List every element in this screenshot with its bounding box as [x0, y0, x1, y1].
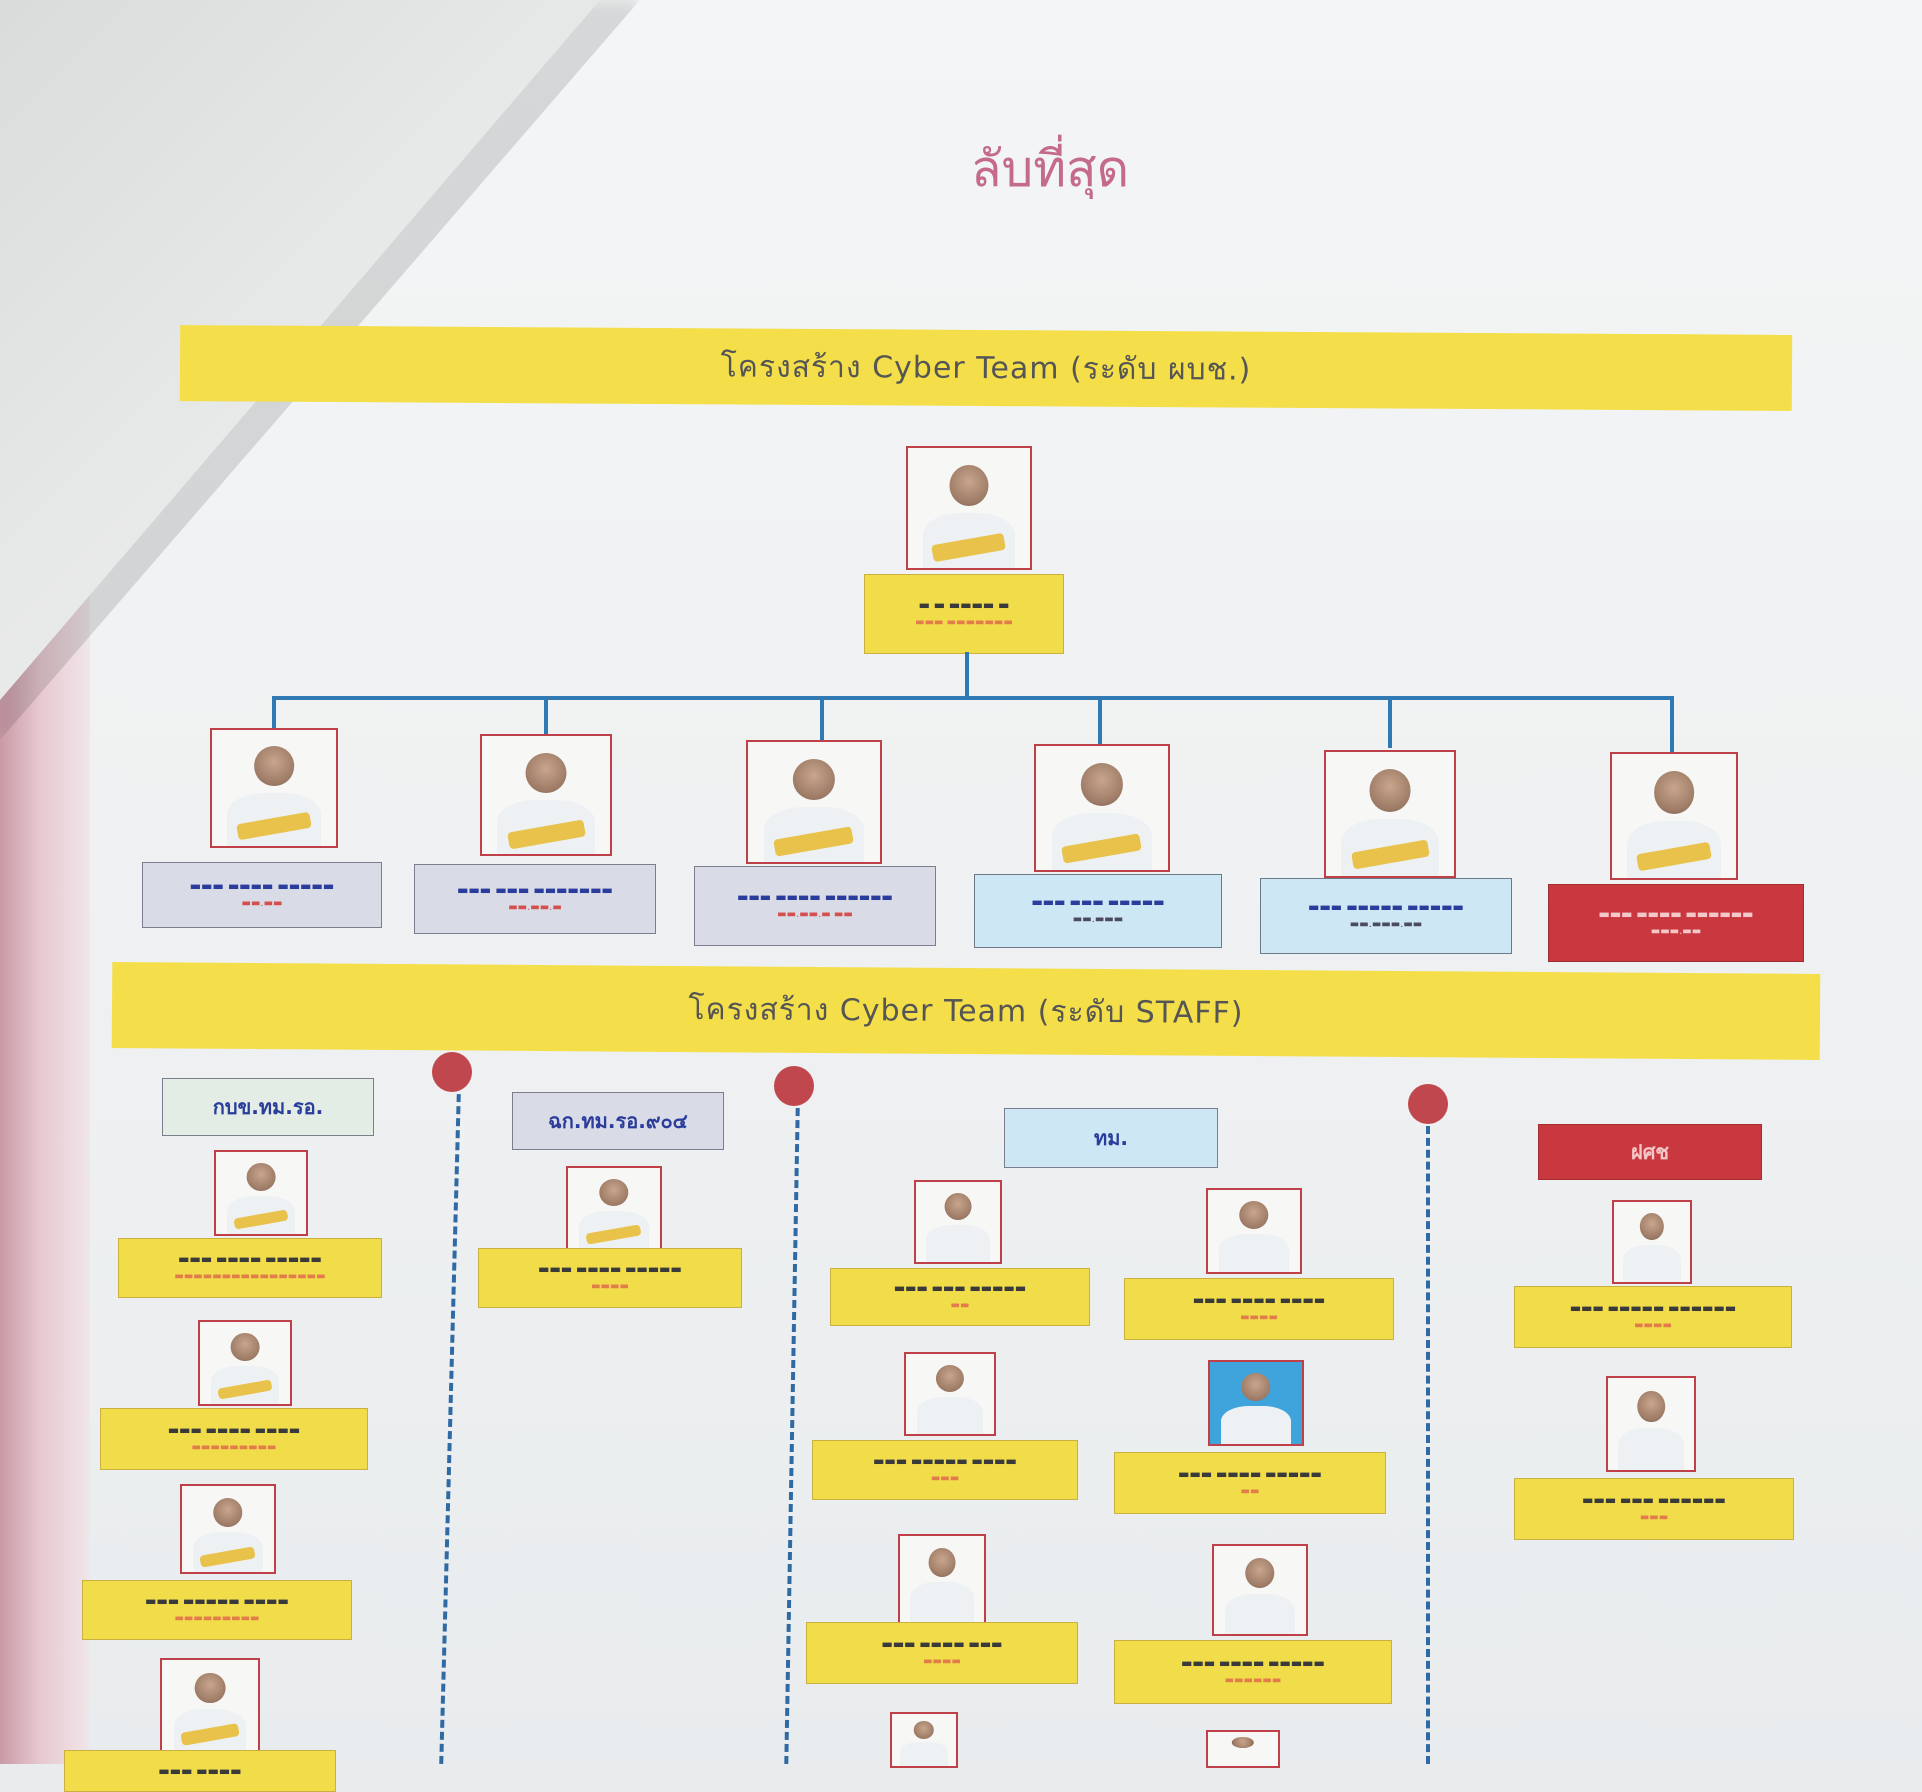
divider-dot	[1408, 1084, 1448, 1124]
divider-dot	[774, 1066, 814, 1106]
staff-card: ▬▬▬ ▬▬▬ ▬▬▬▬▬▬▬▬▬	[1514, 1478, 1794, 1540]
staff-card: ▬▬▬ ▬▬▬▬ ▬▬▬▬▬▬▬	[1114, 1452, 1386, 1514]
org-connector-drop	[272, 696, 276, 730]
unit-label-col1: กบข.ทม.รอ.	[162, 1078, 374, 1136]
unit-label-col2: ฉก.ทม.รอ.๙๐๔	[512, 1092, 724, 1150]
staff-photo	[180, 1484, 276, 1574]
member-card: ▬▬▬ ▬▬▬ ▬▬▬▬▬▬▬▬▬.▬▬.▬	[414, 864, 656, 934]
staff-card: ▬▬▬ ▬▬▬▬ ▬▬▬▬▬▬▬▬▬▬▬	[1114, 1640, 1392, 1704]
staff-photo	[160, 1658, 260, 1752]
member-card: ▬▬▬ ▬▬▬▬ ▬▬▬▬▬▬▬▬.▬▬.▬ ▬▬	[694, 866, 936, 946]
member-photo	[480, 734, 612, 856]
divider-dot	[432, 1052, 472, 1092]
member-card: ▬▬▬ ▬▬▬▬ ▬▬▬▬▬▬▬.▬▬	[142, 862, 382, 928]
staff-photo	[1212, 1544, 1308, 1636]
member-photo	[1034, 744, 1170, 872]
unit-label-col3: ทม.	[1004, 1108, 1218, 1168]
staff-photo	[914, 1180, 1002, 1264]
commander-photo	[906, 446, 1032, 570]
divider-dashed-line	[1426, 1126, 1430, 1764]
staff-photo	[890, 1712, 958, 1768]
staff-photo	[1206, 1730, 1280, 1768]
unit-label-col4: ฝศช	[1538, 1124, 1762, 1180]
org-connector-drop	[1670, 696, 1674, 752]
staff-card: ▬▬▬ ▬▬▬▬▬ ▬▬▬▬▬▬▬▬▬▬▬▬▬	[82, 1580, 352, 1640]
org-connector-drop	[1098, 696, 1102, 744]
org-connector-horizontal	[272, 696, 1674, 700]
member-card: ▬▬▬ ▬▬▬▬ ▬▬▬▬▬▬▬▬▬.▬▬	[1548, 884, 1804, 962]
staff-card: ▬▬▬ ▬▬▬▬ ▬▬▬▬▬▬▬▬▬	[478, 1248, 742, 1308]
staff-photo	[1206, 1188, 1302, 1274]
executive-banner: โครงสร้าง Cyber Team (ระดับ ผบช.)	[179, 325, 1793, 411]
staff-photo	[198, 1320, 292, 1406]
staff-card: ▬▬▬ ▬▬▬▬ ▬▬▬▬▬▬▬▬▬▬▬▬▬	[100, 1408, 368, 1470]
commander-card: ▬ ▬ ▬▬▬▬ ▬▬▬▬ ▬▬▬▬▬▬▬	[864, 574, 1064, 654]
org-connector-vertical	[965, 652, 969, 698]
org-connector-drop	[544, 696, 548, 736]
member-photo	[1610, 752, 1738, 880]
staff-card: ▬▬▬ ▬▬▬▬▬ ▬▬▬▬▬▬▬	[812, 1440, 1078, 1500]
classification-label: ลับที่สุด	[970, 140, 1130, 198]
staff-card: ▬▬▬ ▬▬▬▬ ▬▬▬▬▬▬▬▬▬▬▬▬▬▬▬▬▬▬▬▬▬	[118, 1238, 382, 1298]
pink-cover-edge	[0, 560, 90, 1764]
staff-photo	[214, 1150, 308, 1236]
staff-photo	[1612, 1200, 1692, 1284]
staff-card: ▬▬▬ ▬▬▬▬ ▬▬▬▬▬▬▬▬	[1124, 1278, 1394, 1340]
staff-banner: โครงสร้าง Cyber Team (ระดับ STAFF)	[111, 962, 1821, 1060]
staff-photo	[1606, 1376, 1696, 1472]
staff-photo	[566, 1166, 662, 1250]
org-connector-drop	[1388, 696, 1392, 748]
org-connector-drop	[820, 696, 824, 740]
staff-card: ▬▬▬ ▬▬▬▬▬ ▬▬▬▬▬▬▬▬▬▬	[1514, 1286, 1792, 1348]
member-photo	[746, 740, 882, 864]
staff-card: ▬▬▬ ▬▬▬▬	[64, 1750, 336, 1792]
staff-photo	[898, 1534, 986, 1624]
staff-card: ▬▬▬ ▬▬▬ ▬▬▬▬▬▬▬	[830, 1268, 1090, 1326]
staff-photo	[1208, 1360, 1304, 1446]
staff-photo	[904, 1352, 996, 1436]
member-card: ▬▬▬ ▬▬▬ ▬▬▬▬▬▬▬.▬▬▬	[974, 874, 1222, 948]
staff-card: ▬▬▬ ▬▬▬▬ ▬▬▬▬▬▬▬	[806, 1622, 1078, 1684]
member-photo	[1324, 750, 1456, 878]
member-card: ▬▬▬ ▬▬▬▬▬ ▬▬▬▬▬▬▬.▬▬▬.▬▬	[1260, 878, 1512, 954]
member-photo	[210, 728, 338, 848]
